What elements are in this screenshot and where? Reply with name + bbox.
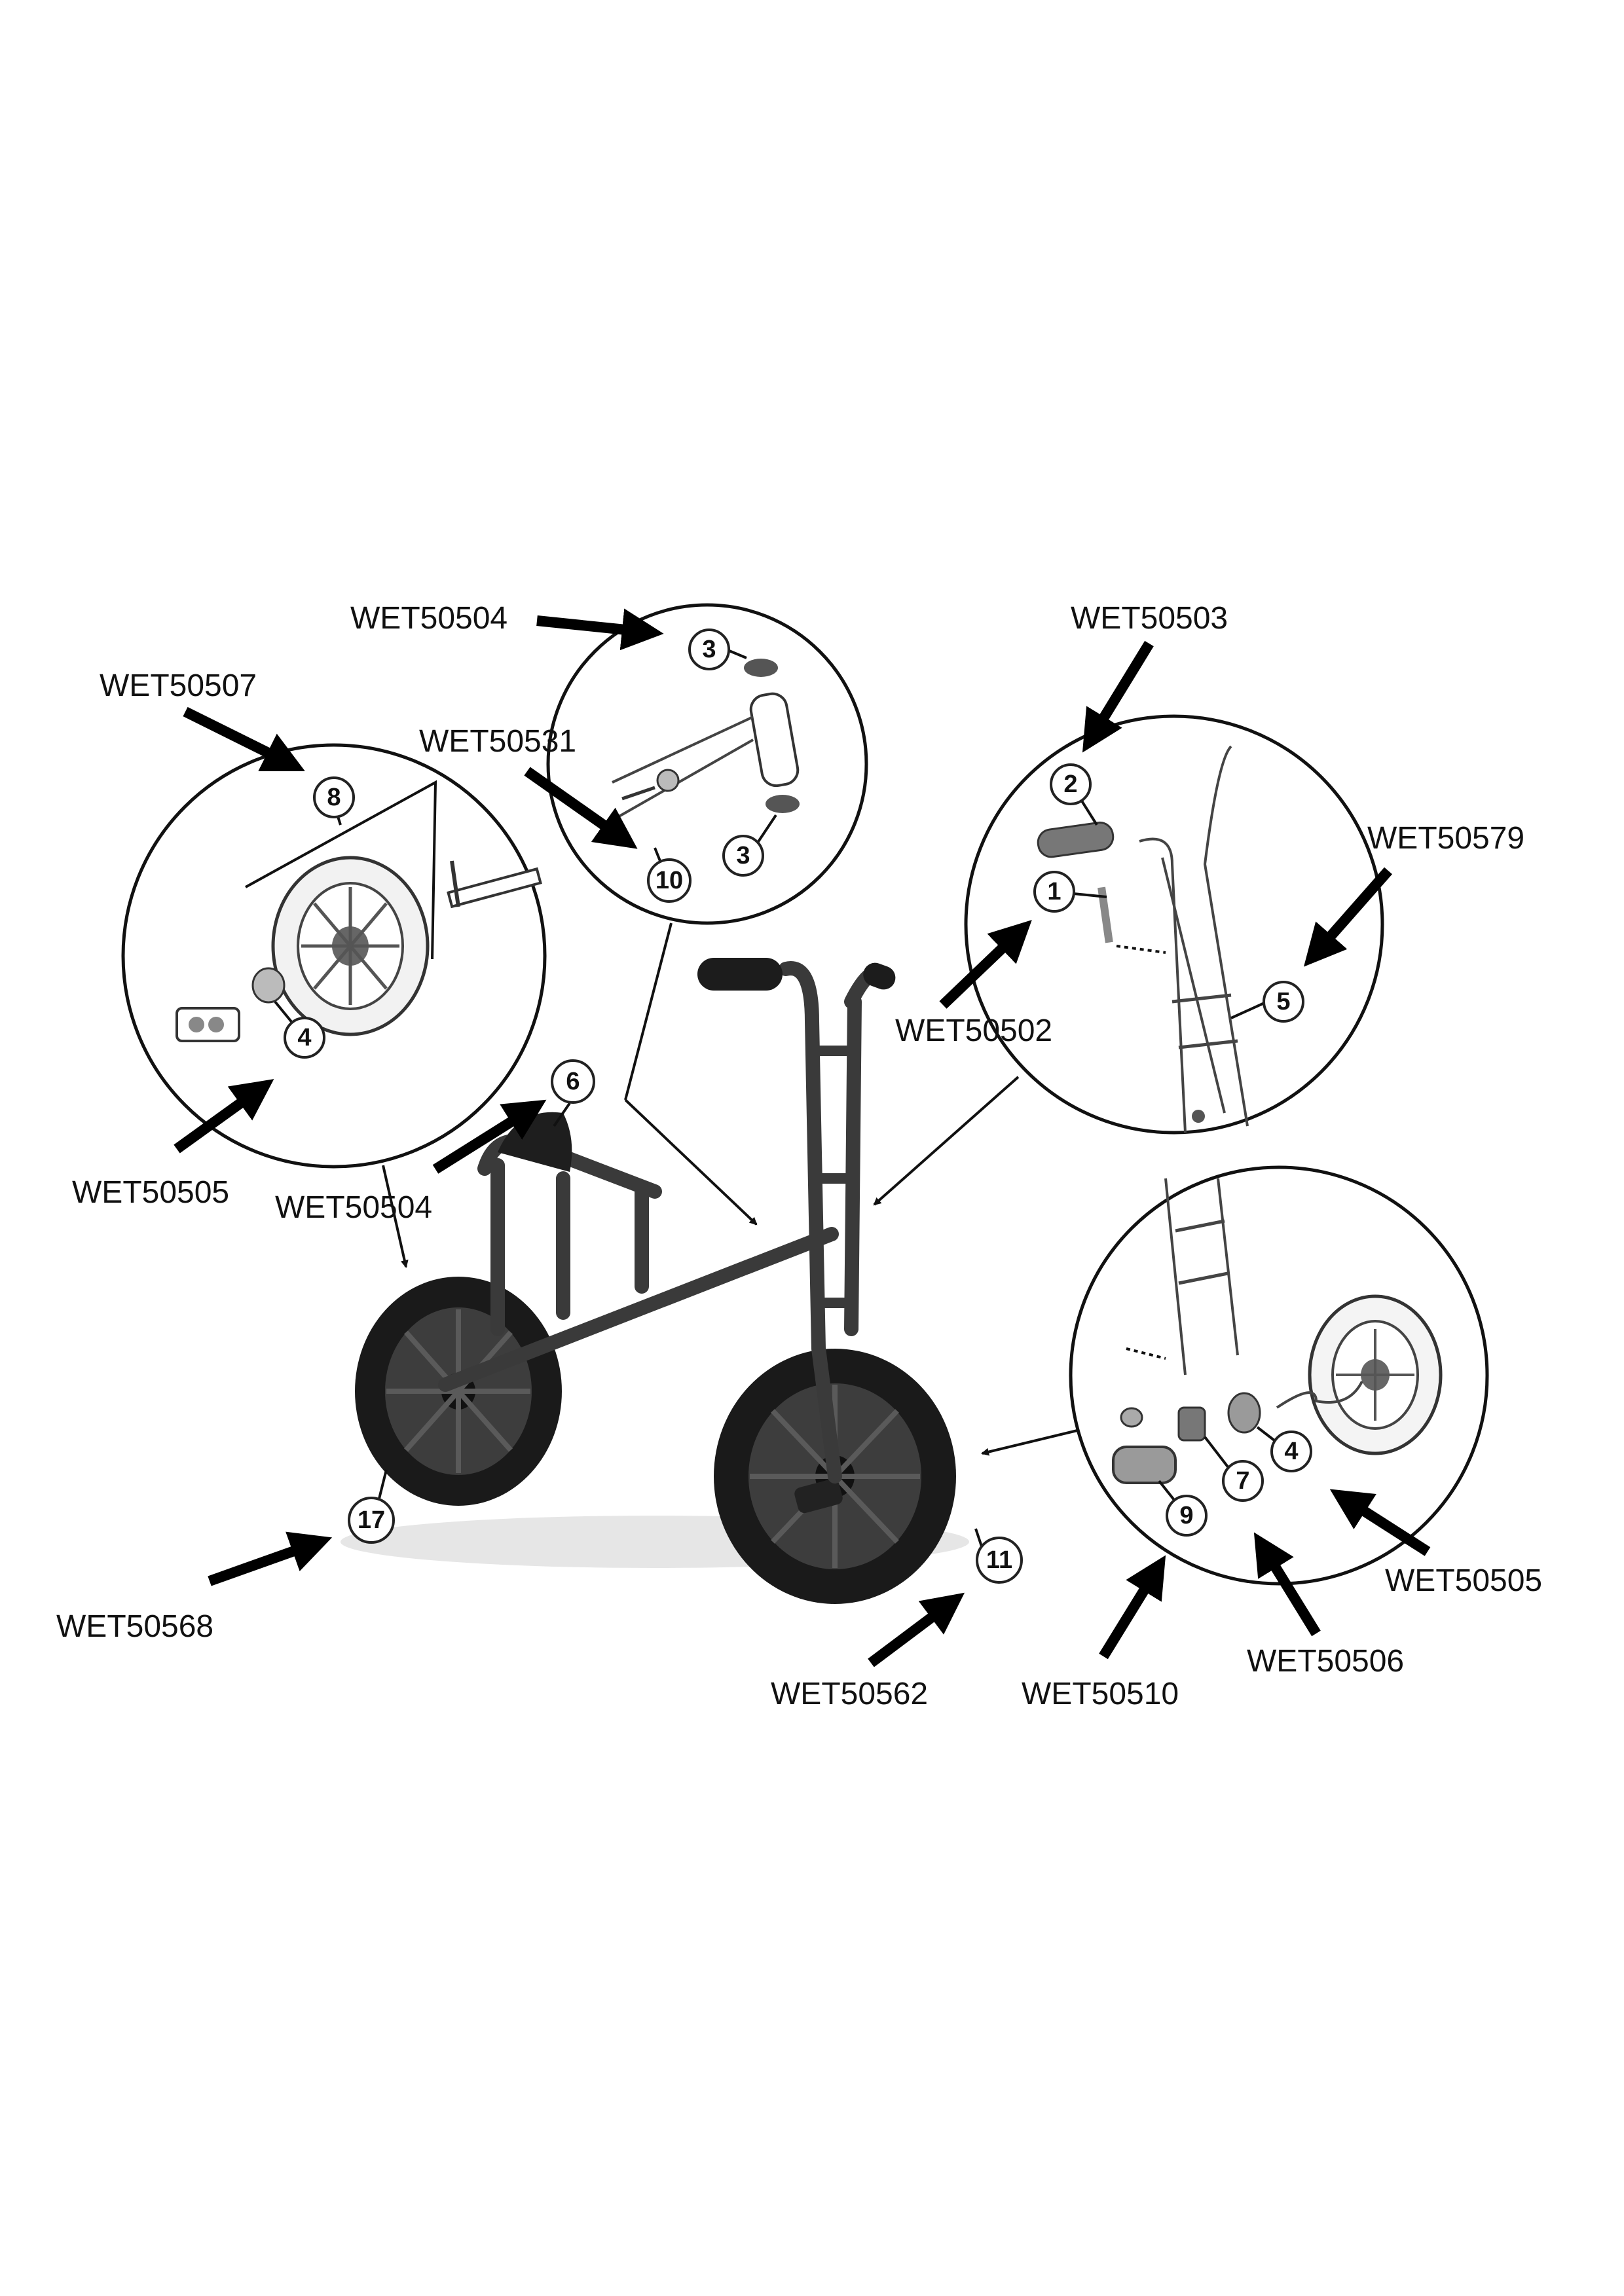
badge-1: 1 (1033, 871, 1075, 913)
code-wet50504-left: WET50504 (275, 1190, 432, 1225)
svg-text:10: 10 (655, 867, 683, 894)
badge-9: 9 (1166, 1495, 1208, 1537)
svg-text:11: 11 (986, 1546, 1012, 1574)
svg-text:1: 1 (1047, 878, 1061, 905)
part-code-labels: WET50504 WET50503 WET50507 WET50531 WET5… (56, 601, 1542, 1711)
code-wet50505-left: WET50505 (72, 1175, 229, 1210)
arrow-wet50510 (1099, 1555, 1166, 1660)
badge-3-top: 3 (688, 629, 730, 670)
badge-11: 11 (976, 1537, 1023, 1584)
code-wet50562: WET50562 (771, 1677, 928, 1711)
arrow-wet50504-left (432, 1099, 547, 1174)
svg-text:17: 17 (358, 1506, 385, 1534)
pointer-arrows (174, 608, 1431, 1667)
code-wet50568: WET50568 (56, 1609, 213, 1644)
svg-text:5: 5 (1276, 988, 1290, 1015)
arrow-wet50502 (939, 920, 1032, 1009)
detail-circle-rear-wheel (121, 743, 547, 1169)
rear-wheel (355, 1277, 562, 1506)
number-badges: 3 3 10 8 4 2 1 5 6 17 11 4 7 9 (284, 629, 1312, 1584)
svg-text:3: 3 (702, 636, 716, 663)
arrow-wet50562 (868, 1592, 965, 1667)
badge-6: 6 (551, 1059, 595, 1104)
arrow-wet50503 (1082, 640, 1154, 753)
arrow-wet50505-left (174, 1079, 274, 1154)
svg-text:2: 2 (1063, 771, 1077, 798)
svg-text:6: 6 (566, 1068, 580, 1095)
code-wet50507: WET50507 (100, 668, 257, 703)
badge-5: 5 (1263, 981, 1304, 1023)
code-wet50502: WET50502 (895, 1013, 1052, 1048)
code-wet50505-right: WET50505 (1385, 1563, 1542, 1598)
svg-text:8: 8 (327, 784, 341, 811)
code-wet50579: WET50579 (1367, 821, 1524, 856)
arrow-wet50579 (1303, 867, 1393, 967)
svg-text:9: 9 (1179, 1502, 1193, 1529)
code-wet50531: WET50531 (419, 724, 576, 759)
detail-circle-handlebar (964, 714, 1384, 1135)
arrow-wet50507 (183, 706, 305, 771)
arrow-wet50506 (1253, 1532, 1321, 1637)
badge-4-left: 4 (284, 1017, 325, 1059)
badge-2: 2 (1050, 763, 1092, 805)
detail-circle-front-wheel (1069, 1165, 1489, 1586)
svg-text:4: 4 (1284, 1438, 1298, 1465)
svg-text:3: 3 (736, 842, 750, 869)
code-wet50506: WET50506 (1247, 1644, 1404, 1679)
code-wet50510: WET50510 (1022, 1677, 1179, 1711)
badge-7: 7 (1222, 1460, 1264, 1502)
code-wet50503: WET50503 (1071, 601, 1228, 636)
badge-8: 8 (313, 776, 355, 818)
arrow-wet50504-top (536, 608, 664, 651)
arrow-wet50568 (208, 1531, 333, 1586)
badge-4-right: 4 (1270, 1430, 1312, 1472)
svg-text:4: 4 (297, 1024, 311, 1051)
code-wet50504-top: WET50504 (350, 601, 507, 636)
badge-3-bottom: 3 (722, 835, 764, 877)
svg-text:7: 7 (1236, 1467, 1249, 1495)
badge-10: 10 (647, 858, 692, 903)
arrow-wet50505-right (1329, 1489, 1431, 1556)
badge-17: 17 (348, 1497, 395, 1544)
balance-bike-illustration (341, 958, 969, 1604)
arrow-wet50531 (524, 767, 638, 849)
